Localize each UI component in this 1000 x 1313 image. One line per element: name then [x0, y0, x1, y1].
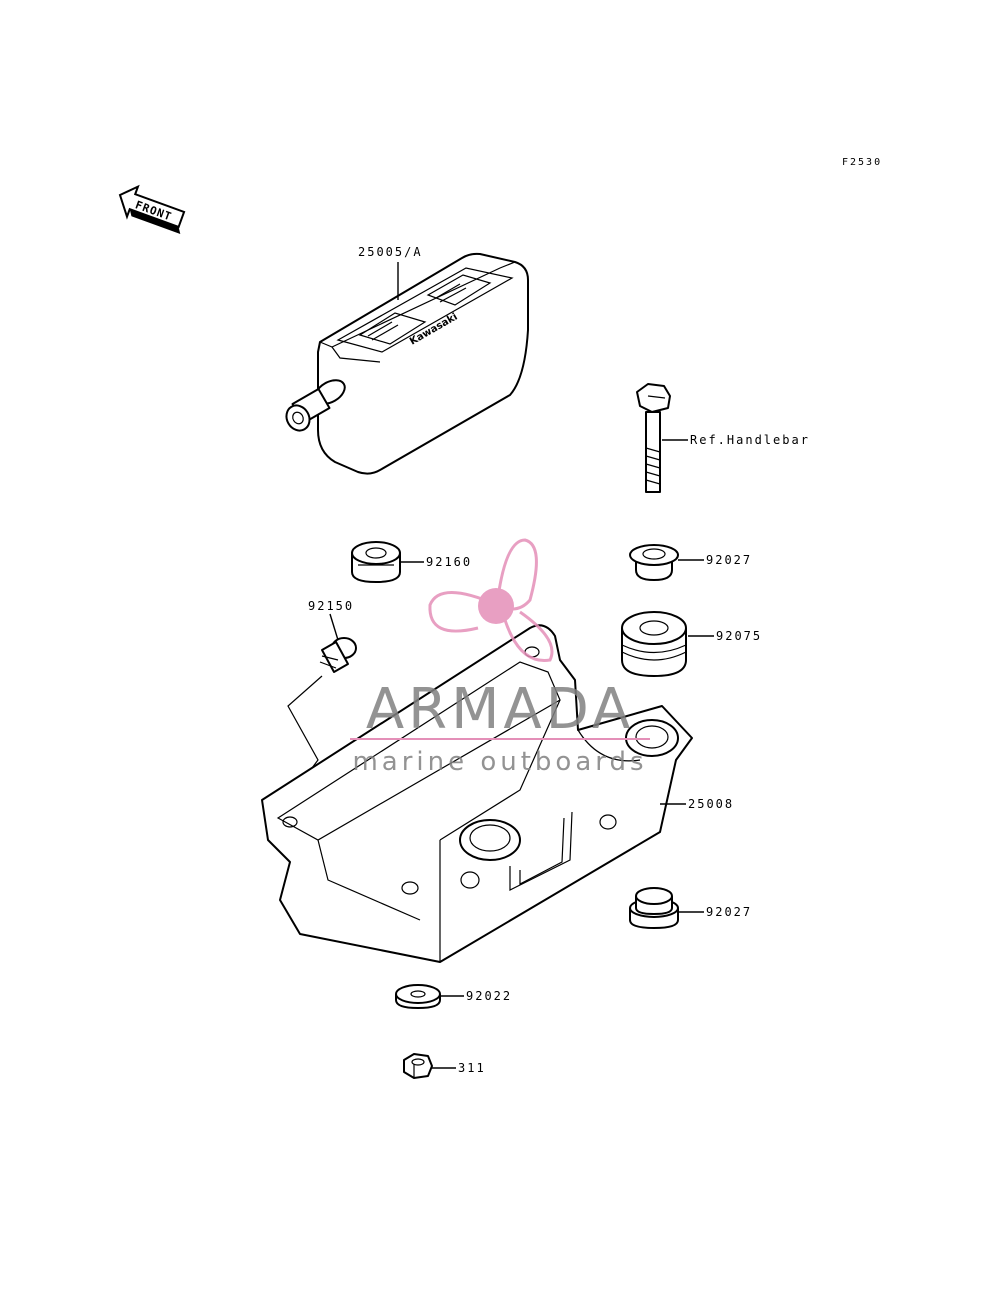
- label-ref-handlebar: Ref.Handlebar: [690, 433, 810, 447]
- label-92160: 92160: [426, 555, 472, 569]
- label-92075: 92075: [716, 629, 762, 643]
- collar-92027-top-part: [629, 544, 679, 581]
- meter-housing-part: Kawasaki: [285, 252, 529, 475]
- washer-92022-part: [395, 984, 441, 1009]
- handlebar-bolt-part: [636, 383, 671, 493]
- collar-92027-bottom-part: [629, 887, 679, 929]
- label-92027-top: 92027: [706, 553, 752, 567]
- label-92027-bottom: 92027: [706, 905, 752, 919]
- grommet-92160-part: [351, 541, 401, 583]
- watermark-brand: ARMADA: [366, 677, 634, 742]
- watermark-tagline: marine outboards: [352, 747, 647, 777]
- nut-311-part: [403, 1053, 433, 1079]
- watermark-logo-icon: [428, 538, 554, 662]
- grommet-92075-part: [621, 611, 687, 677]
- connector-icon: [285, 379, 346, 432]
- bracket-25008-part: [261, 624, 693, 963]
- label-92150: 92150: [308, 599, 354, 613]
- front-arrow-icon: FRONT: [118, 184, 186, 234]
- label-311: 311: [458, 1061, 486, 1075]
- ref-code: F2530: [842, 157, 882, 168]
- label-25005a: 25005/A: [358, 245, 423, 259]
- label-92022: 92022: [466, 989, 512, 1003]
- label-25008: 25008: [688, 797, 734, 811]
- bolt-92150-part: [319, 637, 357, 673]
